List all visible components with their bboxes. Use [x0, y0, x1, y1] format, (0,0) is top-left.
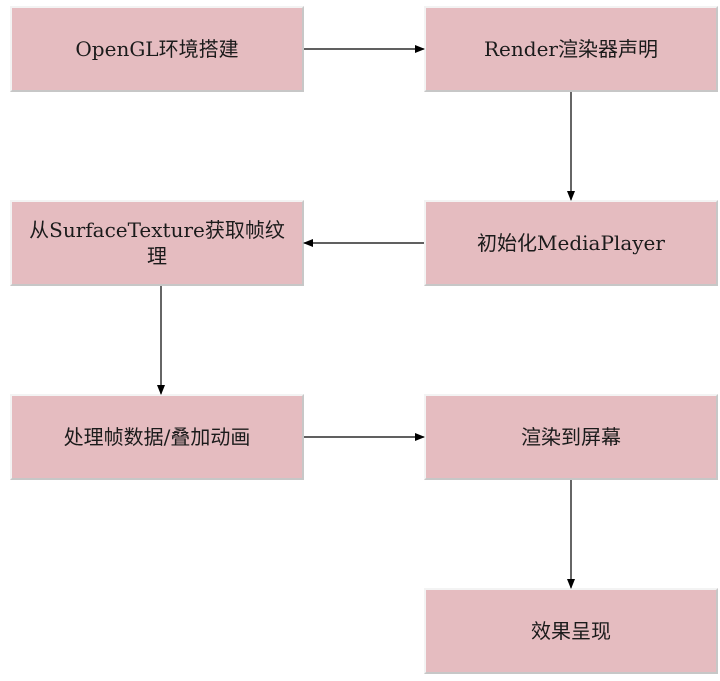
- node-render-declare: Render渲染器声明: [424, 6, 718, 92]
- node-render-screen-label: 渲染到屏幕: [521, 425, 621, 449]
- node-effect-present-label: 效果呈现: [531, 619, 611, 643]
- node-process-frame-label: 处理帧数据/叠加动画: [63, 425, 251, 449]
- node-init-mediaplayer: 初始化MediaPlayer: [424, 200, 718, 286]
- node-get-frame-texture-label: 从SurfaceTexture获取帧纹理: [29, 218, 285, 268]
- node-get-frame-texture: 从SurfaceTexture获取帧纹理: [10, 200, 304, 286]
- node-opengl-setup: OpenGL环境搭建: [10, 6, 304, 92]
- node-init-mediaplayer-label: 初始化MediaPlayer: [477, 231, 665, 255]
- node-process-frame: 处理帧数据/叠加动画: [10, 394, 304, 480]
- node-effect-present: 效果呈现: [424, 588, 718, 674]
- node-render-declare-label: Render渲染器声明: [484, 37, 658, 61]
- node-render-screen: 渲染到屏幕: [424, 394, 718, 480]
- node-opengl-setup-label: OpenGL环境搭建: [75, 37, 239, 61]
